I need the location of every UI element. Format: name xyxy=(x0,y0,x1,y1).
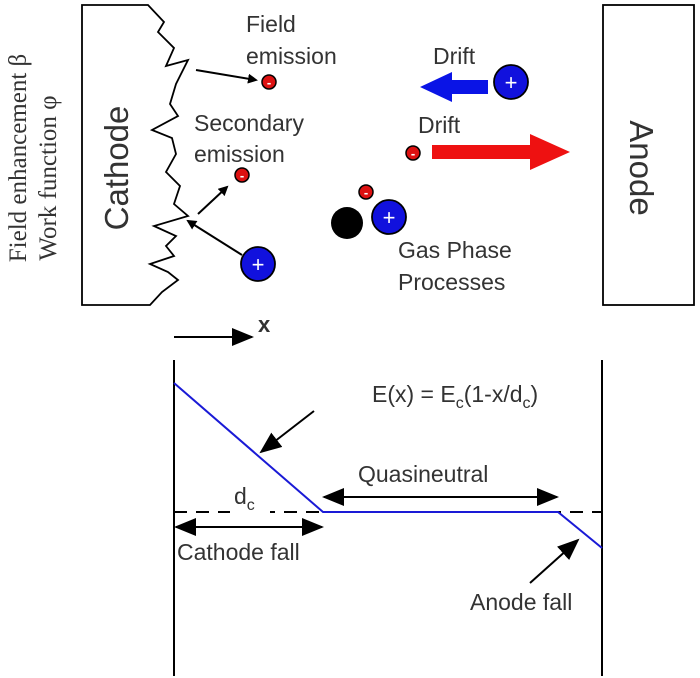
quasineutral-label: Quasineutral xyxy=(358,461,488,487)
svg-text:E(x) = Ec(1-x/dc): E(x) = Ec(1-x/dc) xyxy=(372,381,538,412)
svg-text:dc: dc xyxy=(234,483,255,514)
dc-label-main: d xyxy=(234,483,247,509)
dc-label-group: dc xyxy=(230,482,270,518)
gas-phase-electron: - xyxy=(358,184,374,200)
material-properties: Field enhancement β Work function φ xyxy=(5,54,62,262)
drifting-ion: + xyxy=(493,64,529,100)
anode-fall-label: Anode fall xyxy=(470,589,572,615)
gas-phase-label-line2: Processes xyxy=(398,269,505,295)
neutral-atom xyxy=(331,207,363,239)
x-axis-indicator: x xyxy=(174,312,271,346)
field-emission-label-line1: Field xyxy=(246,11,296,37)
secondary-emission-arrow xyxy=(197,185,229,215)
quasineutral-region: Quasineutral xyxy=(322,461,559,506)
ion-impact-arrow xyxy=(186,219,243,256)
cathode-fall-label: Cathode fall xyxy=(177,539,300,565)
electric-field-curve xyxy=(173,382,603,549)
anode-fall-arrow xyxy=(529,538,580,584)
gas-phase-processes: - + Gas Phase Processes xyxy=(331,184,512,295)
secondary-emission-label-line1: Secondary xyxy=(194,110,304,136)
anode-fall-region: Anode fall xyxy=(470,538,580,615)
ion-drift-label: Drift xyxy=(433,43,476,69)
cathode-outline xyxy=(81,4,190,306)
electron-drift-arrow xyxy=(432,134,570,170)
x-axis-label: x xyxy=(258,312,271,337)
electron-drift: Drift - xyxy=(405,112,570,170)
field-emission: Field emission - xyxy=(195,11,337,90)
secondary-emission: Secondary emission - + xyxy=(186,110,304,282)
dc-label-sub: c xyxy=(247,497,255,514)
work-function-label: Work function φ xyxy=(35,95,62,260)
dc-label-background xyxy=(230,482,270,518)
field-equation: E(x) = Ec(1-x/dc) xyxy=(259,381,538,454)
anode: Anode xyxy=(602,4,695,306)
drifting-electron: - xyxy=(405,145,421,161)
equation-mid: (1-x/d xyxy=(464,381,523,407)
equation-lhs: E(x) = E xyxy=(372,381,456,407)
cathode-label: Cathode xyxy=(98,106,135,231)
svg-text:-: - xyxy=(267,75,271,90)
cathode: Cathode xyxy=(81,4,190,306)
svg-text:-: - xyxy=(364,185,368,200)
svg-text:+: + xyxy=(505,70,518,95)
field-emission-electron: - xyxy=(261,74,277,90)
gas-phase-ion: + xyxy=(371,199,407,235)
equation-sub-c: c xyxy=(456,395,464,412)
impacting-ion: + xyxy=(240,246,276,282)
svg-text:+: + xyxy=(252,252,265,277)
gas-phase-label-line1: Gas Phase xyxy=(398,237,512,263)
anode-outline xyxy=(602,4,695,306)
equation-arrow xyxy=(259,410,315,454)
field-enhancement-label: Field enhancement β xyxy=(5,54,32,262)
ion-drift-arrow xyxy=(420,72,488,102)
field-emission-arrow xyxy=(195,69,258,84)
electron-drift-label: Drift xyxy=(418,112,461,138)
svg-text:-: - xyxy=(240,168,244,183)
svg-text:-: - xyxy=(411,146,415,161)
equation-sub-c2: c xyxy=(523,395,531,412)
secondary-emission-label-line2: emission xyxy=(194,141,285,167)
anode-label: Anode xyxy=(623,120,660,215)
secondary-emission-electron: - xyxy=(234,167,250,183)
field-profile: E(x) = Ec(1-x/dc) Quasineutral dc Cathod… xyxy=(173,360,603,676)
ion-drift: Drift + xyxy=(420,43,529,102)
cathode-fall-region: Cathode fall xyxy=(174,518,324,565)
equation-end: ) xyxy=(531,381,539,407)
svg-text:+: + xyxy=(383,205,396,230)
field-emission-label-line2: emission xyxy=(246,43,337,69)
